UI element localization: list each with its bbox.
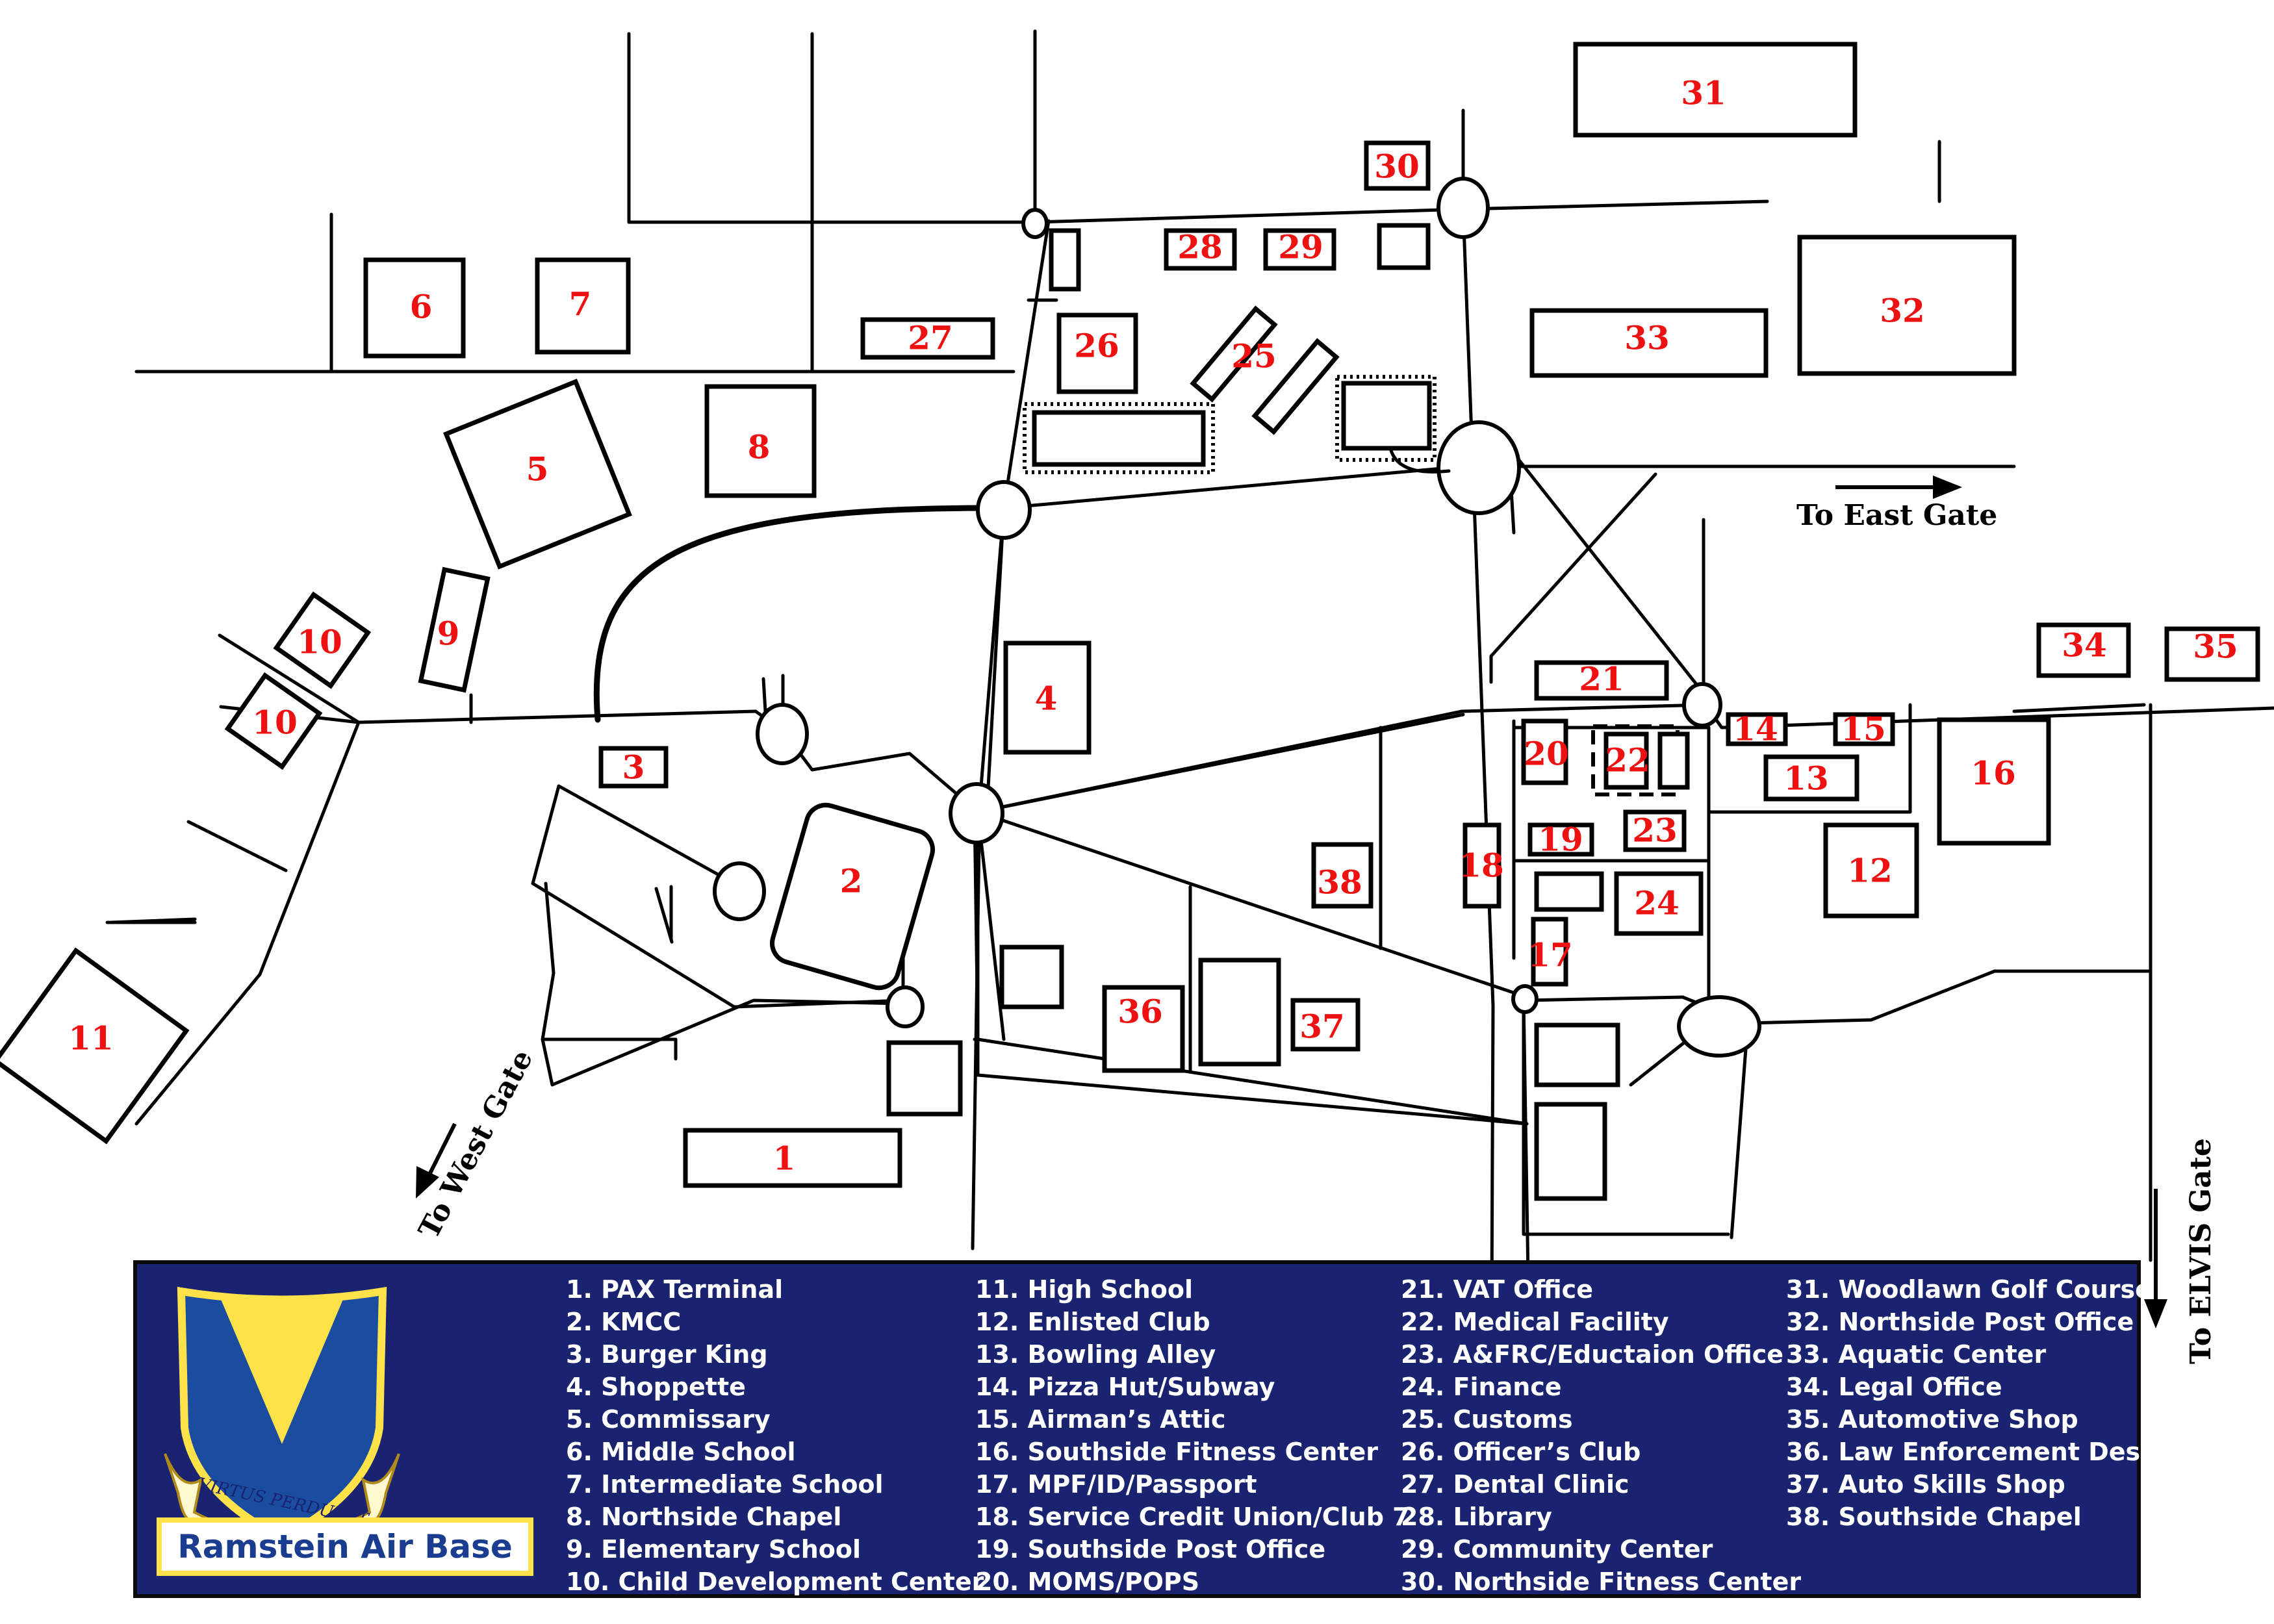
label-30: 30 <box>1374 147 1420 186</box>
label-34: 34 <box>2062 626 2107 665</box>
legend-item: 2. KMCC <box>566 1308 682 1336</box>
legend-item: 9. Elementary School <box>566 1535 862 1564</box>
label-4: 4 <box>1035 679 1058 718</box>
legend-item: 17. MPF/ID/Passport <box>975 1470 1257 1499</box>
label-25: 25 <box>1231 337 1277 375</box>
legend-item: 18. Service Credit Union/Club 7 <box>975 1503 1410 1531</box>
legend-panel: VIRTUS PERDURAT Ramstein Air Base 1. PAX… <box>133 1260 2156 1598</box>
label-7: 7 <box>569 285 592 324</box>
legend-item: 21. VAT Office <box>1401 1275 1593 1304</box>
legend-item: 24. Finance <box>1401 1373 1562 1401</box>
legend-item: 32. Northside Post Office <box>1786 1308 2134 1336</box>
label-15: 15 <box>1841 710 1886 748</box>
legend-item: 8. Northside Chapel <box>566 1503 842 1531</box>
arrow-right-icon <box>1933 476 1962 499</box>
roundabouts <box>713 177 1761 1058</box>
label-1: 1 <box>773 1139 796 1178</box>
label-14: 14 <box>1733 710 1778 748</box>
legend-item: 4. Shoppette <box>566 1373 746 1401</box>
label-8: 8 <box>748 428 771 466</box>
legend-item: 19. Southside Post Office <box>975 1535 1326 1564</box>
label-22: 22 <box>1605 741 1650 780</box>
direction-markers: To East Gate To West Gate To ELVIS Gate <box>413 476 2217 1364</box>
label-9: 9 <box>437 615 460 653</box>
legend-item: 16. Southside Fitness Center <box>975 1438 1378 1466</box>
legend-item: 13. Bowling Alley <box>975 1340 1216 1369</box>
legend-item: 20. MOMS/POPS <box>975 1567 1200 1596</box>
label-32: 32 <box>1880 292 1925 330</box>
label-36: 36 <box>1118 993 1163 1031</box>
legend-column-3: 21. VAT Office 22. Medical Facility 23. … <box>1401 1273 1801 1598</box>
label-19: 19 <box>1538 820 1583 859</box>
label-18: 18 <box>1459 846 1504 885</box>
label-26: 26 <box>1074 327 1119 365</box>
legend-item: 28. Library <box>1401 1503 1552 1531</box>
label-28: 28 <box>1177 228 1223 266</box>
legend-item: 37. Auto Skills Shop <box>1786 1470 2065 1499</box>
arrow-down-left-icon <box>416 1166 439 1199</box>
legend-item: 14. Pizza Hut/Subway <box>975 1373 1275 1401</box>
main-curve-road <box>593 505 1004 723</box>
label-13: 13 <box>1783 759 1829 798</box>
label-21: 21 <box>1579 660 1624 698</box>
legend-item: 5. Commissary <box>566 1405 771 1434</box>
label-6: 6 <box>410 288 433 326</box>
west-gate-label: To West Gate <box>413 1045 540 1244</box>
arrow-down-icon <box>2144 1299 2167 1328</box>
connector-road <box>1388 446 1451 474</box>
legend-item: 34. Legal Office <box>1786 1373 2002 1401</box>
label-33: 33 <box>1624 319 1670 357</box>
buildings <box>0 42 2260 1201</box>
east-gate-label: To East Gate <box>1796 499 1997 532</box>
label-10a: 10 <box>297 623 342 661</box>
legend-item: 35. Automotive Shop <box>1786 1405 2078 1434</box>
legend-item: 6. Middle School <box>566 1438 796 1466</box>
base-name-box: Ramstein Air Base <box>157 1517 533 1576</box>
legend-item: 33. Aquatic Center <box>1786 1340 2047 1369</box>
label-37: 37 <box>1299 1008 1345 1046</box>
label-20: 20 <box>1524 735 1569 773</box>
elvis-gate-label: To ELVIS Gate <box>2184 1138 2217 1364</box>
label-27: 27 <box>908 319 953 357</box>
label-11: 11 <box>68 1019 114 1058</box>
legend-column-2: 11. High School 12. Enlisted Club 13. Bo… <box>975 1273 1410 1598</box>
label-3: 3 <box>622 748 645 787</box>
label-31: 31 <box>1681 74 1726 112</box>
legend-item: 1. PAX Terminal <box>566 1275 784 1304</box>
label-5: 5 <box>526 450 549 488</box>
label-10b: 10 <box>252 704 298 742</box>
legend-column-4: 31. Woodlawn Golf Course 32. Northside P… <box>1786 1273 2156 1533</box>
label-2: 2 <box>840 862 863 900</box>
label-12: 12 <box>1847 852 1893 890</box>
building-labels: 1 2 3 4 5 6 7 8 9 10 10 11 12 13 14 15 1… <box>68 74 2238 1178</box>
legend-item: 25. Customs <box>1401 1405 1573 1434</box>
legend-item: 3. Burger King <box>566 1340 768 1369</box>
label-38: 38 <box>1317 863 1362 902</box>
label-29: 29 <box>1278 228 1323 266</box>
legend-item: 38. Southside Chapel <box>1786 1503 2082 1531</box>
legend-item: 30. Northside Fitness Center <box>1401 1567 1802 1596</box>
legend-item: 26. Officer’s Club <box>1401 1438 1641 1466</box>
legend-item: 10. Child Development Center <box>566 1567 984 1596</box>
legend-item: 29. Community Center <box>1401 1535 1713 1564</box>
label-23: 23 <box>1632 811 1678 850</box>
legend-item: 15. Airman’s Attic <box>975 1405 1226 1434</box>
label-24: 24 <box>1634 884 1680 922</box>
label-17: 17 <box>1527 936 1573 974</box>
label-16: 16 <box>1971 754 2016 793</box>
legend-item: 11. High School <box>975 1275 1194 1304</box>
legend-item: 23. A&FRC/Eductaion Office <box>1401 1340 1784 1369</box>
base-name: Ramstein Air Base <box>177 1528 513 1566</box>
legend-item: 7. Intermediate School <box>566 1470 884 1499</box>
label-35: 35 <box>2193 628 2238 666</box>
legend-item: 36. Law Enforcement Desk <box>1786 1438 2157 1466</box>
legend-item: 22. Medical Facility <box>1401 1308 1669 1336</box>
legend-item: 27. Dental Clinic <box>1401 1470 1629 1499</box>
legend-item: 12. Enlisted Club <box>975 1308 1210 1336</box>
legend-column-1: 1. PAX Terminal 2. KMCC 3. Burger King 4… <box>566 1273 984 1598</box>
legend-item: 31. Woodlawn Golf Course <box>1786 1275 2152 1304</box>
